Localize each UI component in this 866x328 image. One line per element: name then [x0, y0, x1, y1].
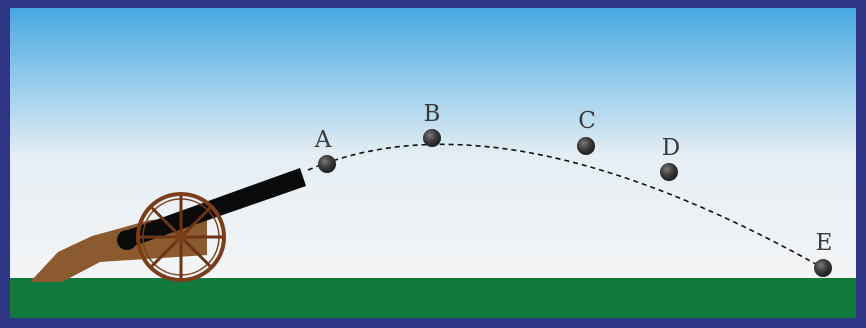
point-label-c: C — [578, 108, 596, 134]
ground — [10, 278, 856, 318]
point-label-b: B — [424, 101, 441, 127]
cannonball-icon-a — [318, 155, 336, 173]
cannonball-icon-d — [660, 163, 678, 181]
trajectory-points: A B C D E — [314, 101, 833, 277]
cannon-icon — [30, 168, 306, 282]
cannon-breech — [117, 230, 137, 250]
point-label-e: E — [816, 230, 833, 256]
point-label-d: D — [662, 135, 680, 161]
cannonball-icon-b — [423, 129, 441, 147]
cannonball-icon-e — [814, 259, 832, 277]
trajectory-path — [307, 143, 824, 269]
point-label-a: A — [314, 127, 332, 153]
cannonball-icon-c — [577, 137, 595, 155]
cannon-wheel — [136, 192, 226, 282]
